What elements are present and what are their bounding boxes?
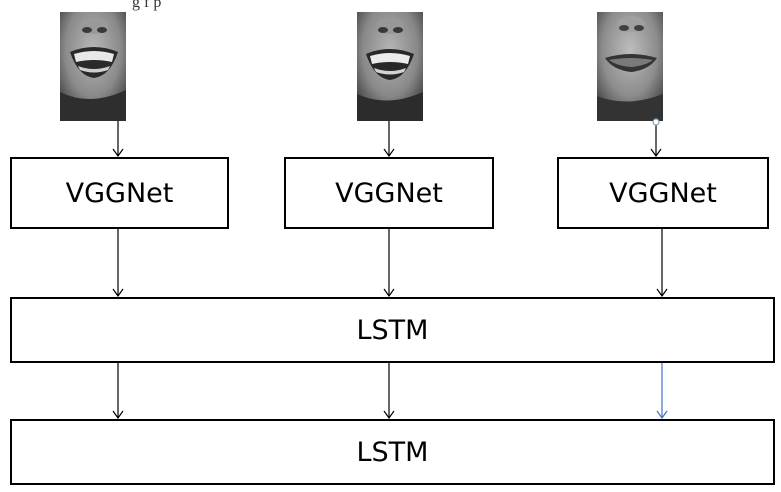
arrowhead-vgg3-to-lstm1 [656, 288, 668, 298]
vggnet-box-3: VGGNet [557, 157, 769, 229]
caption-fragment: g f p [132, 0, 162, 11]
lstm-layer-1-label: LSTM [356, 314, 429, 346]
arrowhead-lstm1-to-lstm2-middle [383, 410, 395, 420]
mouth-frame-3-image [597, 12, 663, 121]
arrowhead-vgg2-to-lstm1 [383, 288, 395, 298]
arrowhead-vgg1-to-lstm1 [112, 288, 124, 298]
mouth-frame-1-image [60, 12, 126, 121]
vggnet-label-1: VGGNet [65, 177, 174, 209]
mouth-frame-2-image [357, 12, 423, 121]
arrowhead-lstm1-to-lstm2-right [656, 410, 668, 420]
vggnet-box-1: VGGNet [10, 157, 229, 229]
arrowhead-frame2-to-vgg2 [383, 148, 395, 158]
selection-handle-top-icon [652, 118, 660, 126]
vggnet-label-3: VGGNet [609, 177, 717, 209]
lstm-layer-1: LSTM [10, 297, 775, 363]
arrowhead-lstm1-to-lstm2-left [112, 410, 124, 420]
lstm-layer-2: LSTM [10, 419, 775, 485]
lstm-layer-2-label: LSTM [356, 436, 429, 468]
vggnet-label-2: VGGNet [335, 177, 443, 209]
arrowhead-frame3-to-vgg3 [650, 148, 662, 158]
vggnet-box-2: VGGNet [284, 157, 494, 229]
arrowhead-frame1-to-vgg1 [112, 148, 124, 158]
